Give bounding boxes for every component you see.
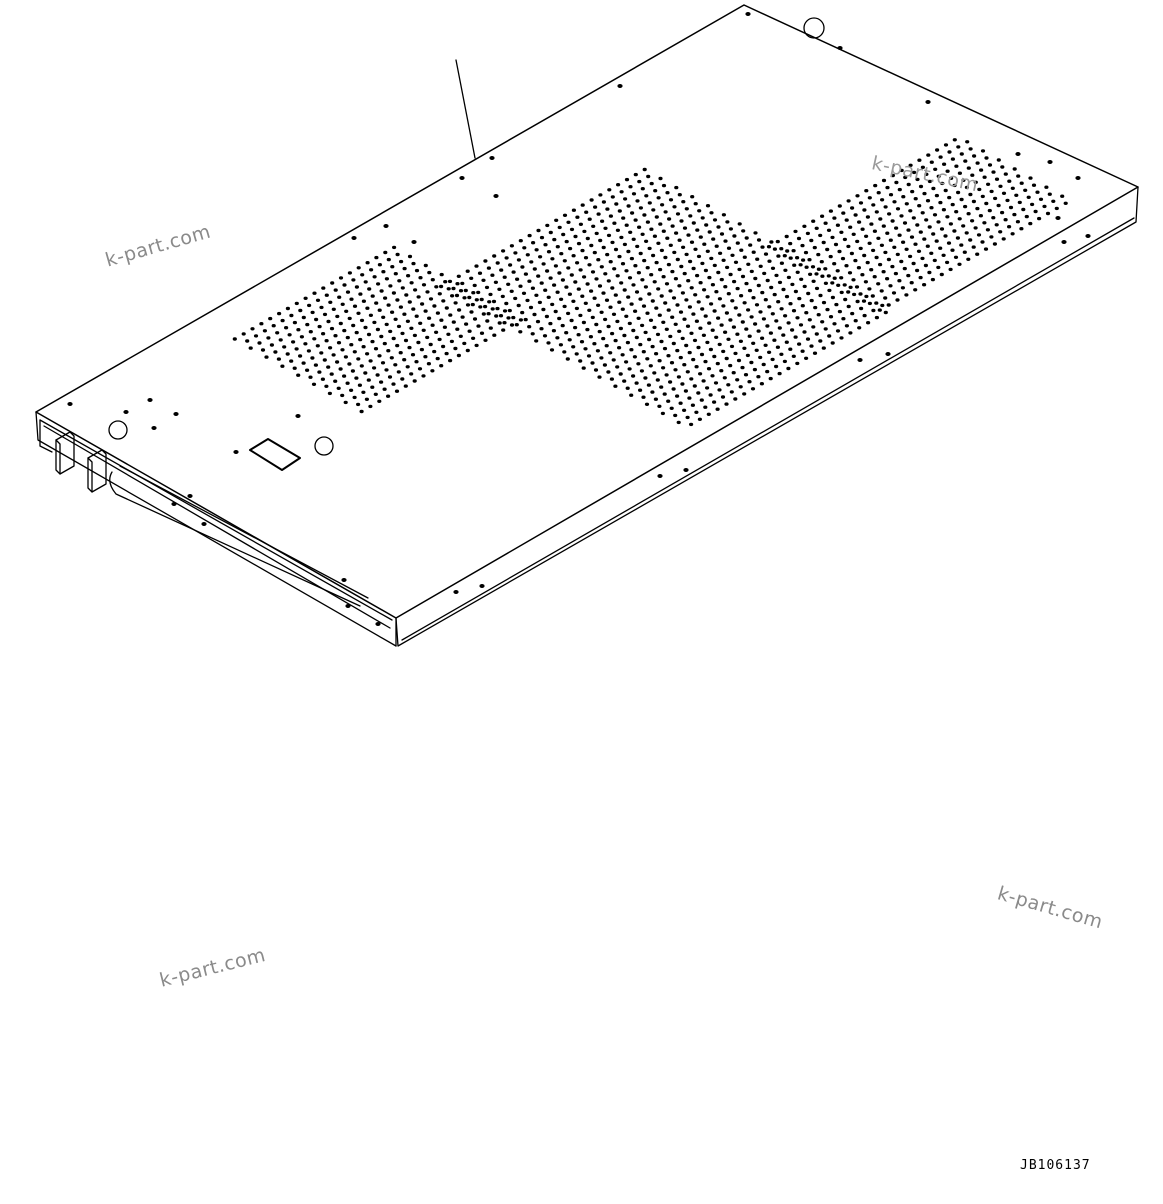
panel-front-edge bbox=[395, 186, 1139, 647]
panel-left-edge bbox=[35, 411, 397, 647]
perforation-pattern bbox=[232, 138, 1068, 427]
bracket-1 bbox=[55, 431, 75, 475]
figure-code: JB106137 bbox=[1020, 1158, 1091, 1173]
mounting-studs bbox=[67, 12, 1091, 626]
rect-cutout bbox=[249, 438, 301, 471]
hole-left-2 bbox=[314, 436, 334, 456]
bracket-2 bbox=[87, 449, 107, 493]
leader-line bbox=[455, 59, 476, 159]
hole-left-1 bbox=[108, 420, 128, 440]
hinge-rod bbox=[109, 471, 361, 607]
hole-top-corner bbox=[803, 17, 825, 39]
